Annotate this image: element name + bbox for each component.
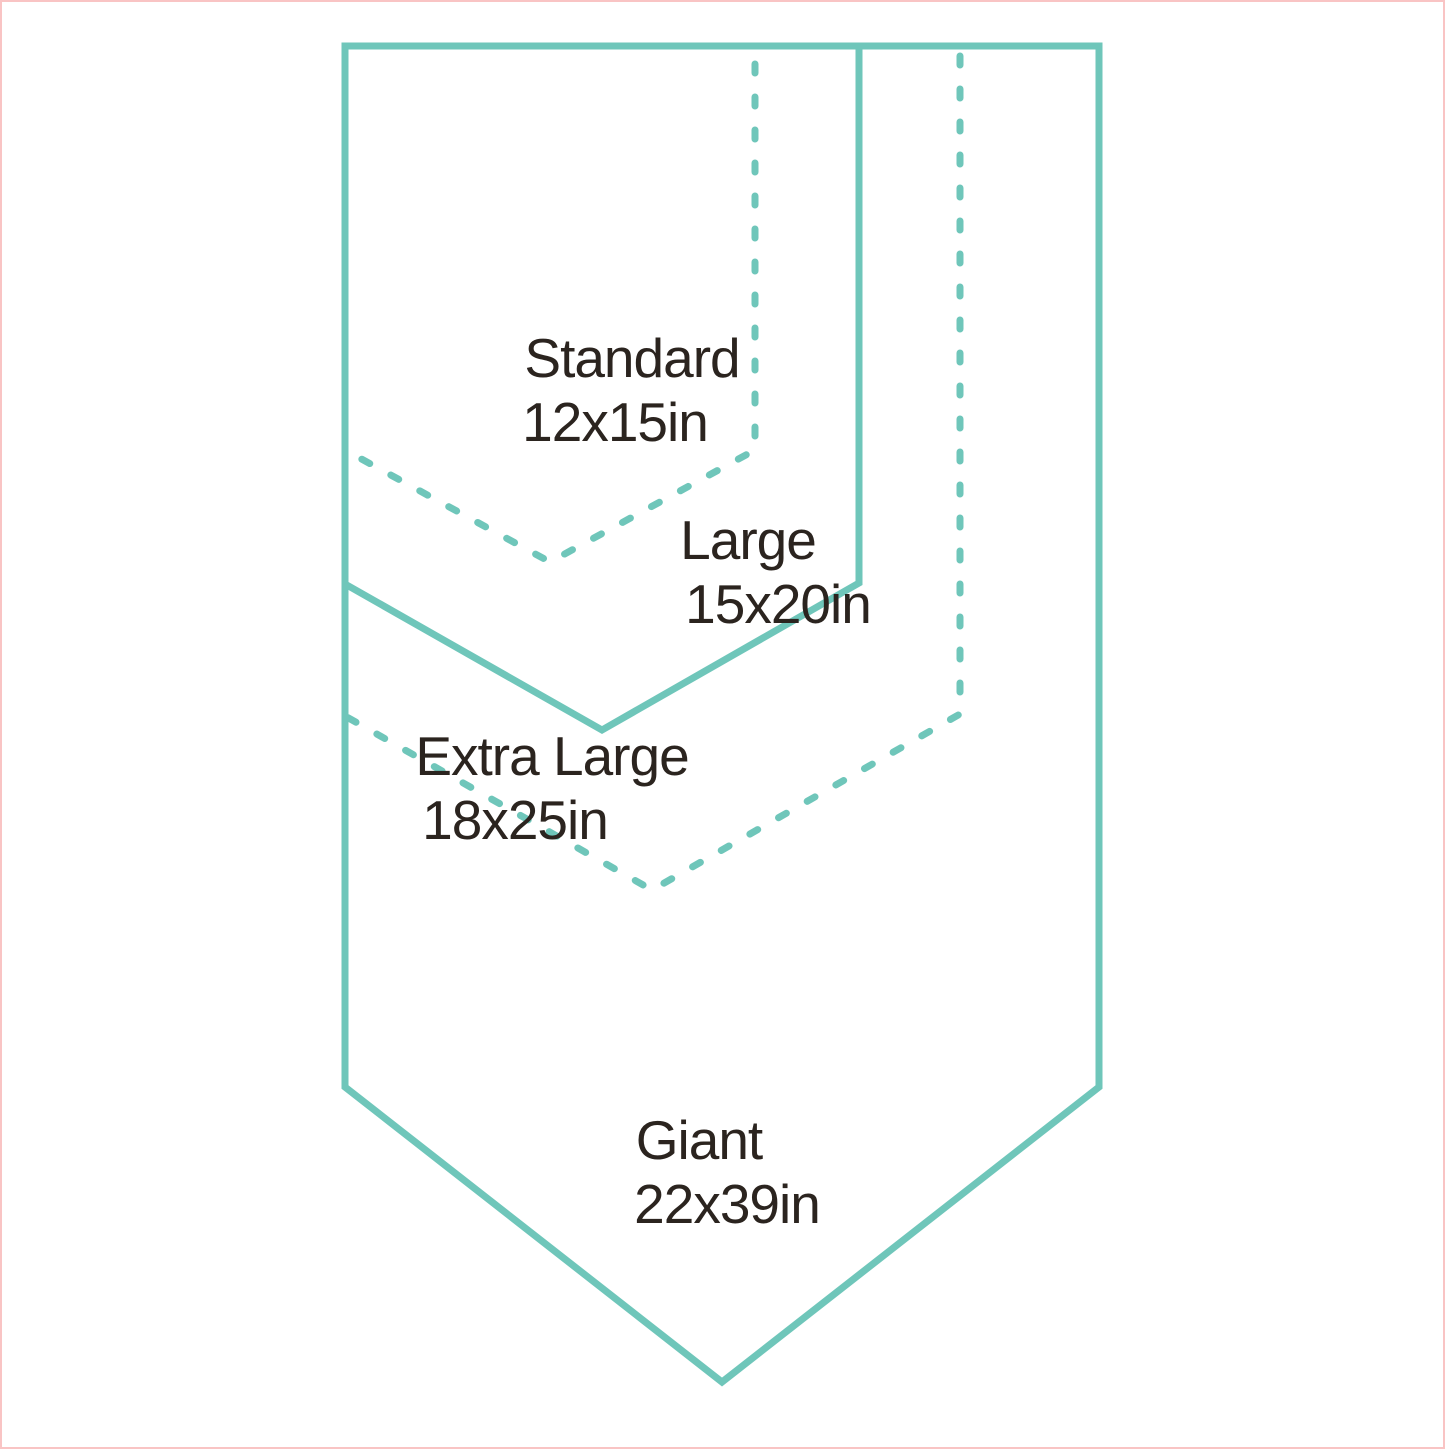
large-outline — [343, 49, 863, 735]
size-dimensions-large: 15x20in — [685, 573, 872, 635]
size-dimensions-giant: 22x39in — [634, 1173, 821, 1235]
size-label-large: Large 15x20in — [655, 508, 872, 636]
extra-large-outline — [341, 52, 964, 895]
size-name-giant: Giant — [635, 1109, 763, 1171]
giant-outline — [341, 42, 1103, 1387]
size-dimensions-extra-large: 18x25in — [422, 789, 609, 851]
size-label-giant: Giant 22x39in — [606, 1108, 821, 1236]
size-label-standard: Standard 12x15in — [522, 326, 740, 454]
size-name-standard: Standard — [524, 327, 740, 389]
standard-outline — [341, 60, 759, 566]
size-label-extra-large: Extra Large 18x25in — [415, 724, 689, 852]
size-name-extra-large: Extra Large — [415, 725, 689, 787]
size-name-large: Large — [680, 509, 817, 571]
size-dimensions-standard: 12x15in — [522, 391, 709, 453]
